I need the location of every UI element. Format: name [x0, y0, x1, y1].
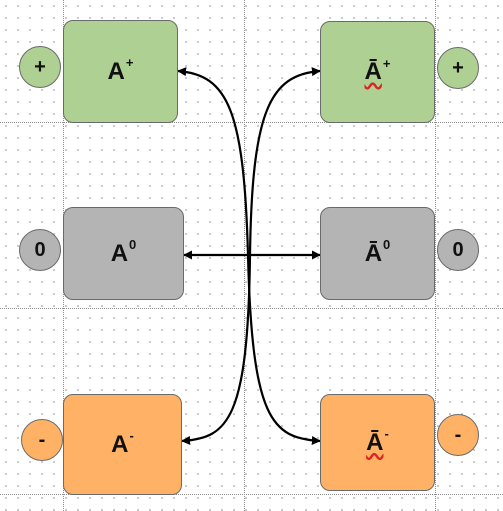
- guide-line: [0, 494, 503, 495]
- guide-line: [435, 0, 436, 511]
- badge-right-minus: -: [437, 414, 479, 456]
- badge-left-zero: 0: [19, 229, 61, 271]
- node-a-plus-sup: +: [125, 55, 134, 70]
- badge-right-plus: +: [437, 47, 479, 89]
- node-a-zero-sup: 0: [129, 237, 137, 252]
- badge-left-minus: -: [21, 419, 63, 461]
- node-abar-minus: Ā-: [320, 394, 435, 491]
- badge-left-plus: +: [19, 46, 61, 88]
- node-abar-zero-sup: 0: [383, 237, 391, 252]
- node-abar-plus-sup: +: [382, 55, 391, 71]
- node-abar-plus: Ā+: [320, 21, 435, 123]
- node-a-zero-base: A: [110, 239, 129, 267]
- node-a-plus: A+: [63, 20, 178, 123]
- badge-right-zero: 0: [437, 229, 479, 271]
- node-a-minus: A-: [63, 394, 182, 495]
- node-abar-minus-sup: -: [384, 426, 389, 441]
- node-abar-minus-base: Ā: [366, 428, 384, 456]
- node-a-plus-base: A: [107, 57, 125, 85]
- node-a-minus-base: A: [111, 430, 129, 458]
- node-abar-plus-base: Ā: [364, 58, 382, 85]
- node-a-minus-sup: -: [129, 428, 134, 443]
- node-abar-zero-base: Ā: [364, 239, 383, 267]
